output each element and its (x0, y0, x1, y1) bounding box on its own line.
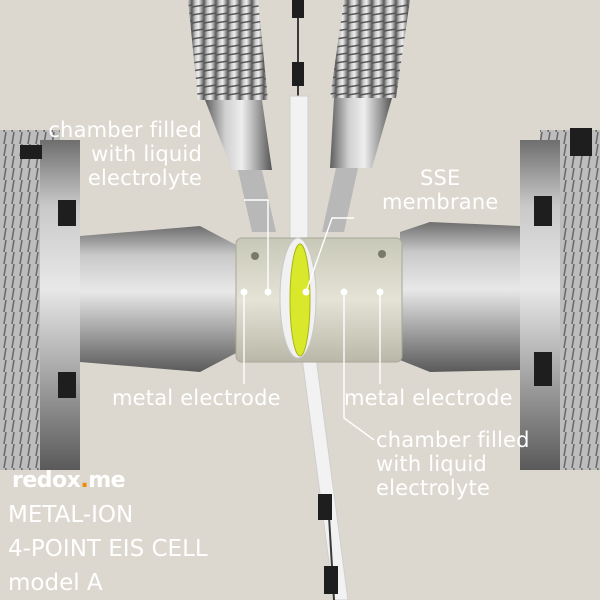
label-chamber-bottom-line2: with liquid (376, 452, 487, 476)
logo-suffix: me (88, 468, 126, 493)
right-electrode-body (400, 128, 600, 470)
logo-dot: . (80, 468, 89, 493)
port-hole-left (251, 252, 259, 260)
label-chamber-top: chamber filled with liquid electrolyte (48, 118, 202, 190)
top-clip-2 (292, 62, 304, 86)
leader-dots (240, 288, 384, 296)
label-chamber-top-line3: electrolyte (87, 166, 202, 190)
label-chamber-bottom-line1: chamber filled (376, 428, 530, 452)
left-electrode-body (0, 130, 238, 470)
left-port (188, 0, 276, 232)
label-sse-line2: membrane (382, 190, 499, 214)
label-electrode-right: metal electrode (344, 386, 513, 410)
top-clip-1 (292, 0, 304, 18)
logo-prefix: redox (12, 468, 81, 493)
label-chamber-bottom: chamber filled with liquid electrolyte (376, 428, 530, 500)
port-hole-right (378, 250, 386, 258)
label-chamber-top-line1: chamber filled (48, 118, 202, 142)
label-sse-membrane: SSE membrane (382, 166, 499, 214)
label-electrode-left: metal electrode (112, 386, 281, 410)
bottom-clip-2 (324, 566, 338, 594)
title-line-2: 4-POINT EIS CELL (8, 536, 208, 562)
glass-cell (235, 237, 403, 363)
title-line-3: model A (8, 570, 103, 596)
bottom-clip-1 (318, 494, 332, 520)
label-chamber-bottom-line3: electrolyte (376, 476, 491, 500)
right-port (322, 0, 410, 232)
lower-capillary (299, 341, 349, 600)
sse-membrane-disc (289, 243, 311, 357)
upper-capillary (289, 95, 309, 247)
label-chamber-top-line2: with liquid (91, 142, 202, 166)
title-line-1: METAL-ION (8, 502, 134, 528)
leader-lines (243, 199, 381, 441)
redoxme-logo: redox.me (12, 468, 126, 493)
label-sse-line1: SSE (419, 166, 461, 190)
